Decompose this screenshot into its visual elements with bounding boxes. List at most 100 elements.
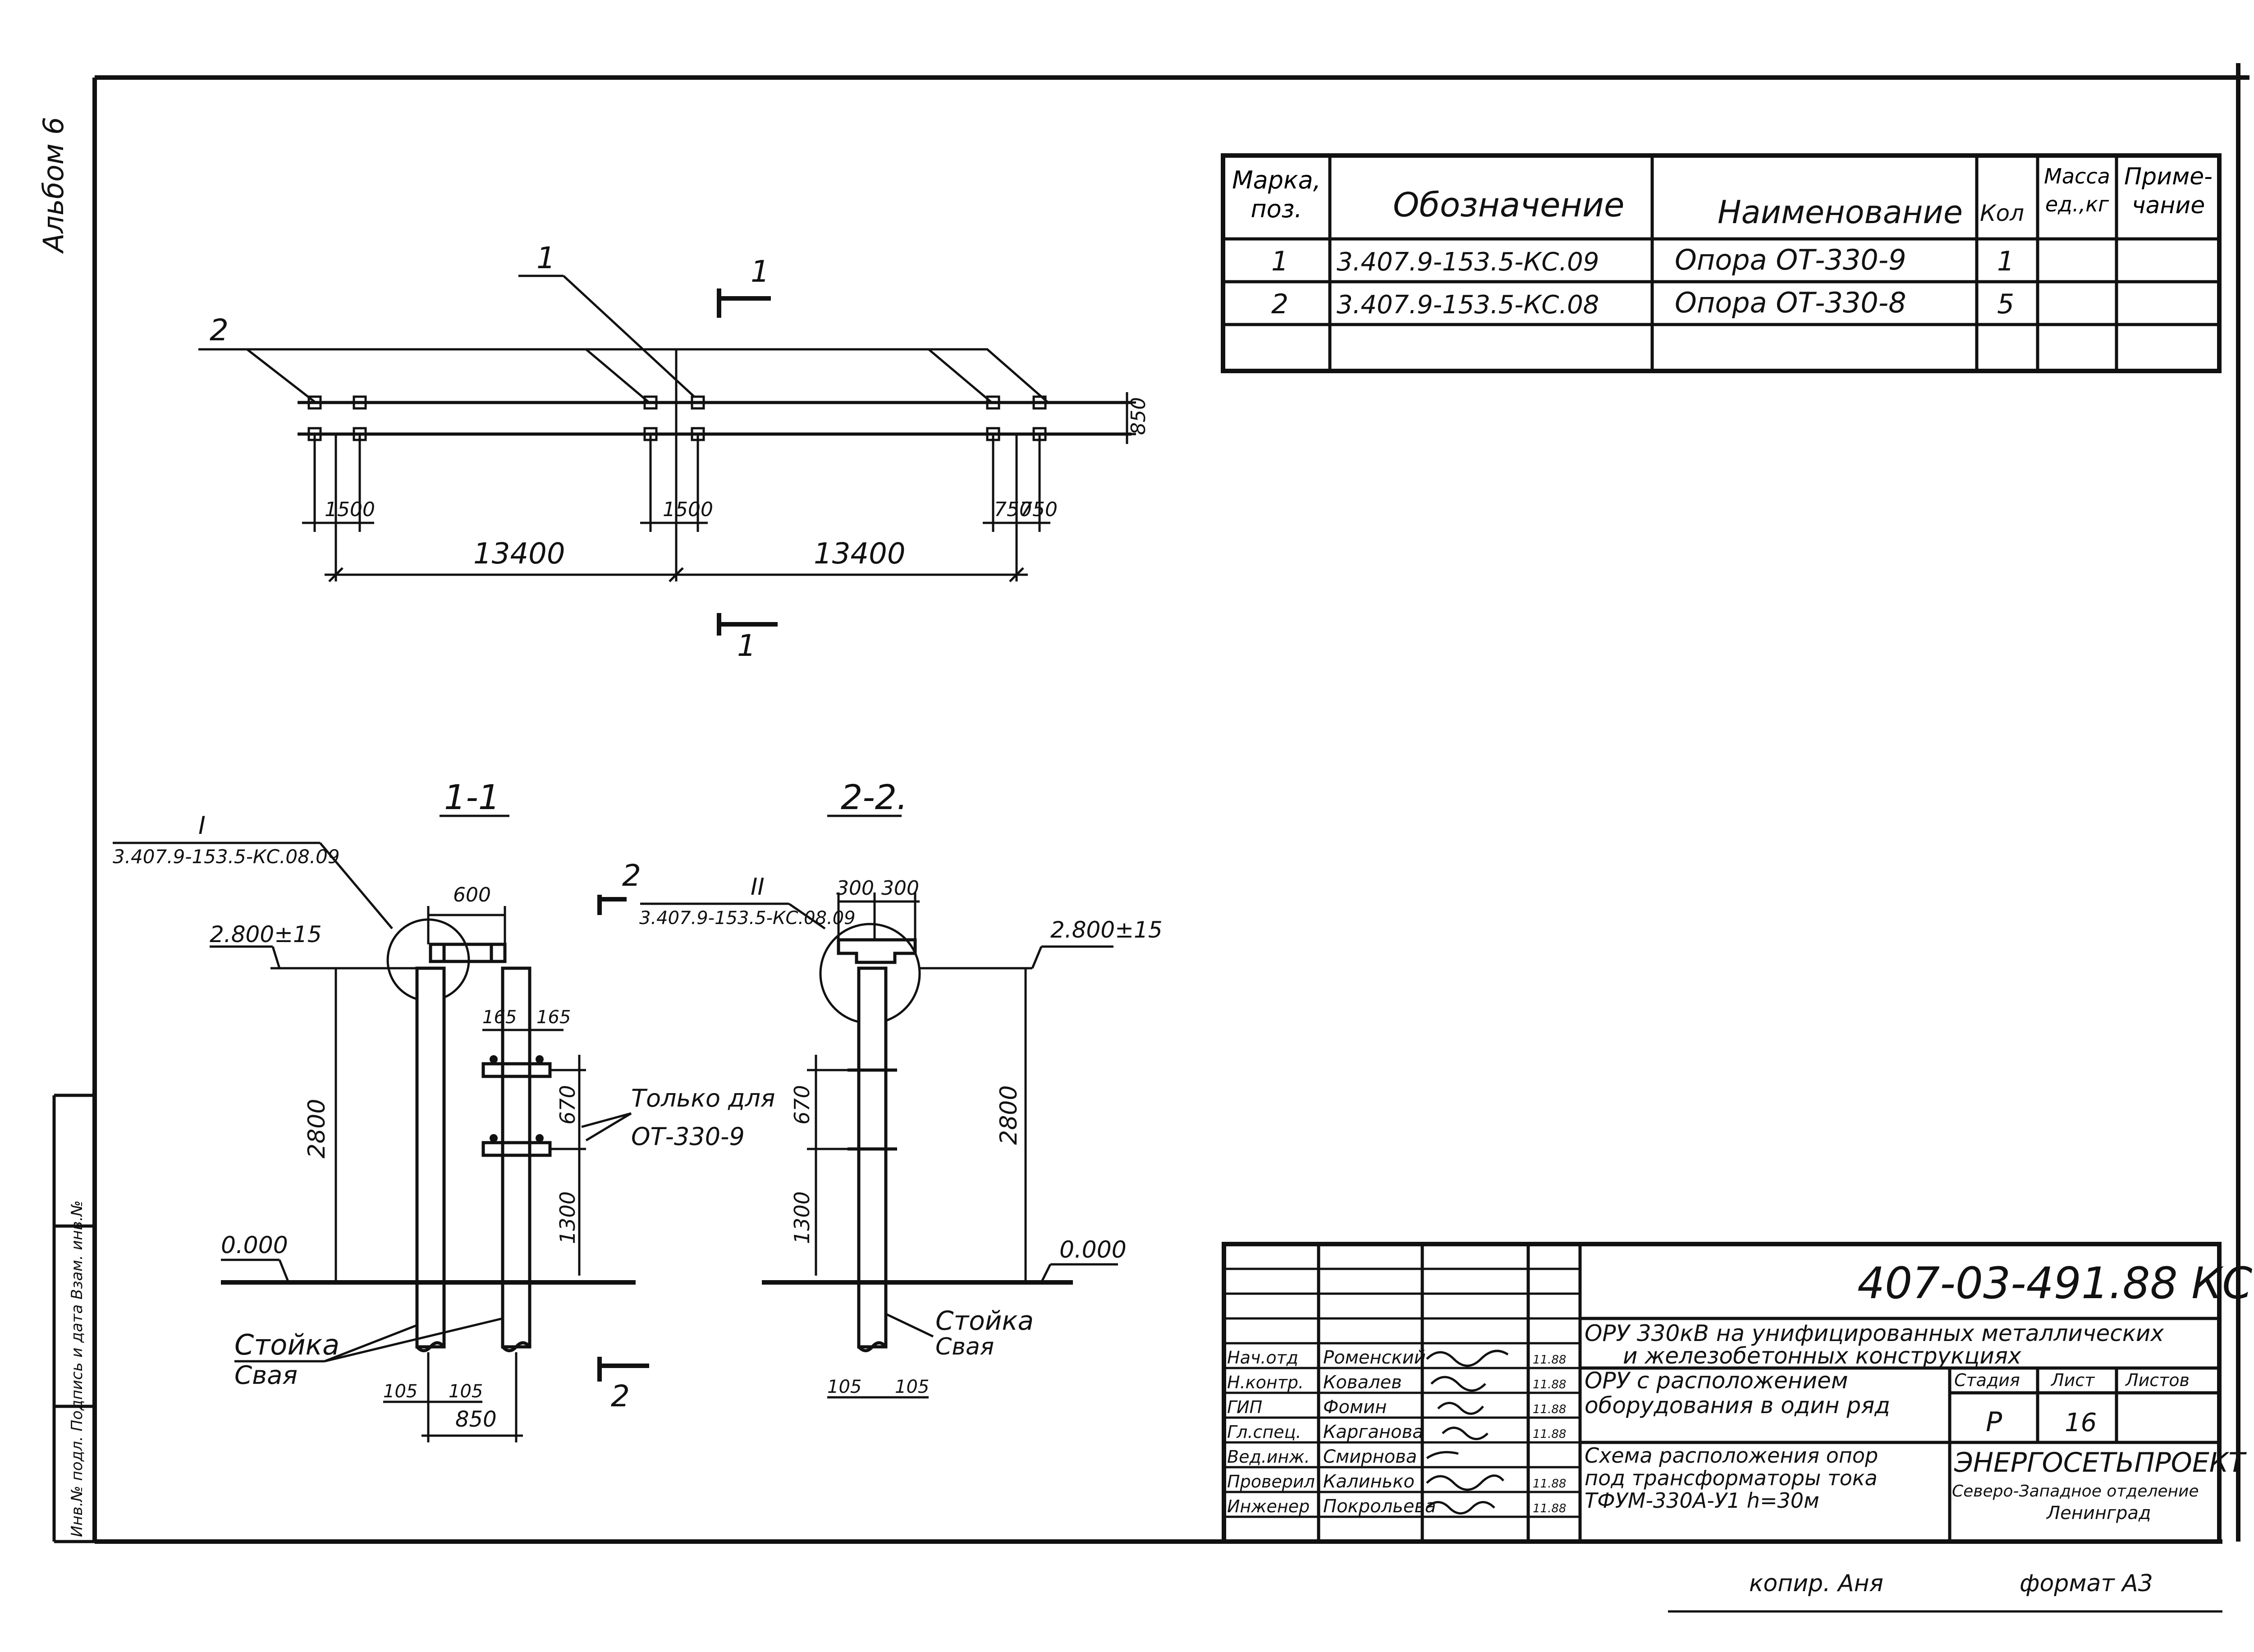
section-mark-2: 2 (622, 858, 641, 893)
spec-table: Марка, поз. Обозначение Наименование Кол… (1221, 153, 2222, 373)
staff-name: Покрольева (1323, 1496, 1436, 1517)
stoika-label-left: Стойка (234, 1328, 339, 1361)
plan-label-2: 2 (210, 313, 229, 348)
staff-date: 11.88 (1533, 1502, 1566, 1515)
dim-1500-left: 1500 (325, 498, 375, 521)
album-label: Альбом 6 (37, 117, 70, 254)
row2-pos: 2 (1271, 288, 1288, 320)
staff-row: Гл.спец. Карганова 11.88 (1227, 1422, 1566, 1442)
staff-date: 11.88 (1533, 1378, 1566, 1391)
col-header-qty: Кол (1980, 200, 2024, 226)
signature (1426, 1451, 1459, 1460)
sheet-header: Лист (2050, 1370, 2095, 1390)
spec-row: 2 3.407.9-153.5-КС.08 Опора ОТ-330-8 5 (1271, 286, 2014, 320)
left-stamp-column: Инв.№ подл. Подпись и дата Взам. инв.№ (52, 1094, 95, 1543)
section-mark-top: 1 (751, 254, 770, 289)
org-branch: Северо-Западное отделение (1952, 1482, 2199, 1501)
node-I-ref: 3.407.9-153.5-КС.08.09 (113, 846, 340, 868)
stage-value: Р (1986, 1406, 2002, 1438)
col-header-mark: Марка, поз. (1232, 166, 1321, 223)
staff-name: Роменский (1323, 1347, 1426, 1368)
sheet-frame (92, 63, 2249, 1544)
row2-name: Опора ОТ-330-8 (1675, 286, 1906, 319)
node-II-ref: 3.407.9-153.5-КС.08.09 (639, 908, 856, 929)
section-2-2: 2-2. II 3.407.9-153.5-КС.08.09 300 300 2… (639, 777, 1163, 1399)
staff-role: Гл.спец. (1227, 1422, 1301, 1442)
row2-code: 3.407.9-153.5-КС.08 (1337, 290, 1599, 320)
plan-label-1: 1 (536, 241, 555, 275)
dim-2800-right: 2800 (995, 1085, 1022, 1145)
signature (1430, 1376, 1486, 1392)
title-block: 407-03-491.88 КС1 ОРУ 330кВ на унифициро… (1222, 1242, 2254, 1544)
dim-300a: 300 (836, 877, 874, 900)
staff-row: Инженер Покрольева 11.88 (1227, 1496, 1566, 1517)
section-2-2-title: 2-2. (841, 777, 907, 817)
dim-600: 600 (453, 883, 491, 906)
row1-name: Опора ОТ-330-9 (1675, 243, 1906, 276)
row1-code: 3.407.9-153.5-КС.09 (1337, 247, 1599, 277)
section-mark-2-bottom: 2 (611, 1379, 630, 1414)
sheets-header: Листов (2125, 1370, 2190, 1390)
staff-name: Калинько (1323, 1471, 1415, 1492)
level-0-left: 0.000 (221, 1232, 288, 1259)
staff-date: 11.88 (1533, 1353, 1566, 1367)
staff-role: Инженер (1227, 1496, 1310, 1516)
staff-name: Смирнова (1323, 1446, 1417, 1467)
spec-row: 1 3.407.9-153.5-КС.09 Опора ОТ-330-9 1 (1271, 243, 2014, 277)
section-mark-bottom: 1 (737, 628, 756, 663)
only-for-line1: Только для (631, 1084, 775, 1112)
col-header-name: Наименование (1718, 194, 1963, 231)
sheet-value: 16 (2065, 1408, 2097, 1437)
project-line2: и железобетонных конструкциях (1623, 1343, 2021, 1369)
staff-date: 11.88 (1533, 1403, 1566, 1416)
org-city: Ленинград (2046, 1503, 2151, 1524)
svaya-label-left: Свая (234, 1361, 298, 1390)
doc-code: 407-03-491.88 КС1 (1857, 1258, 2254, 1309)
dim-105b-right: 105 (895, 1377, 929, 1397)
section-1-1-title: 1-1 (444, 777, 500, 817)
staff-row: ГИП Фомин 11.88 (1227, 1397, 1566, 1418)
staff-row: Проверил Калинько 11.88 (1227, 1471, 1566, 1492)
col-header-mass: Масса ед.,кг (2044, 164, 2110, 216)
staff-role: ГИП (1227, 1397, 1262, 1417)
row2-qty: 5 (1997, 288, 2014, 320)
node-I-label: I (198, 811, 206, 840)
dim-1500-mid: 1500 (663, 498, 713, 521)
dim-13400-right: 13400 (814, 537, 906, 571)
dim-1300-right: 1300 (790, 1191, 814, 1244)
stoika-label-right: Стойка (935, 1305, 1034, 1336)
signature (1442, 1427, 1489, 1440)
staff-row: Н.контр. Ковалев 11.88 (1227, 1372, 1566, 1393)
level-2800-left: 2.800±15 (210, 921, 322, 947)
plan-view: 2 1 1 1 1500 1500 750 750 850 13400 1340… (198, 241, 1150, 663)
dim-670-right: 670 (790, 1085, 814, 1125)
staff-role: Н.контр. (1227, 1373, 1304, 1392)
object-line1: ОРУ с расположением (1585, 1368, 1848, 1394)
node-II-label: II (751, 874, 765, 901)
staff-role: Проверил (1227, 1472, 1315, 1492)
stage-header: Стадия (1954, 1370, 2020, 1390)
level-2800-right: 2.800±15 (1050, 917, 1163, 943)
staff-date: 11.88 (1533, 1477, 1566, 1491)
staff-role: Вед.инж. (1227, 1447, 1310, 1467)
project-line1: ОРУ 330кВ на унифицированных металлическ… (1585, 1320, 2164, 1346)
org-name: ЭНЕРГОСЕТЬПРОЕКТ (1954, 1447, 2247, 1478)
sheet-title1: Схема расположения опор (1585, 1443, 1878, 1468)
dim-1300-left: 1300 (555, 1191, 580, 1244)
dim-850-plan: 850 (1127, 397, 1150, 435)
stamp-column-text: Инв.№ подл. Подпись и дата Взам. инв.№ (68, 1200, 86, 1537)
staff-row: Нач.отд Роменский 11.88 (1227, 1347, 1566, 1368)
sheet-title2: под трансформаторы тока (1585, 1466, 1878, 1490)
row1-pos: 1 (1271, 246, 1288, 277)
staff-name: Карганова (1323, 1422, 1424, 1442)
staff-name: Ковалев (1323, 1372, 1402, 1393)
only-for-line2: ОТ-330-9 (631, 1122, 745, 1151)
signature (1437, 1402, 1484, 1415)
dim-105b-left: 105 (449, 1381, 483, 1402)
dim-165a: 165 (482, 1007, 517, 1028)
signature (1426, 1501, 1495, 1515)
staff-row: Вед.инж. Смирнова (1227, 1446, 1459, 1467)
dim-300b: 300 (881, 877, 919, 900)
footer-copied: копир. Аня (1749, 1570, 1883, 1597)
